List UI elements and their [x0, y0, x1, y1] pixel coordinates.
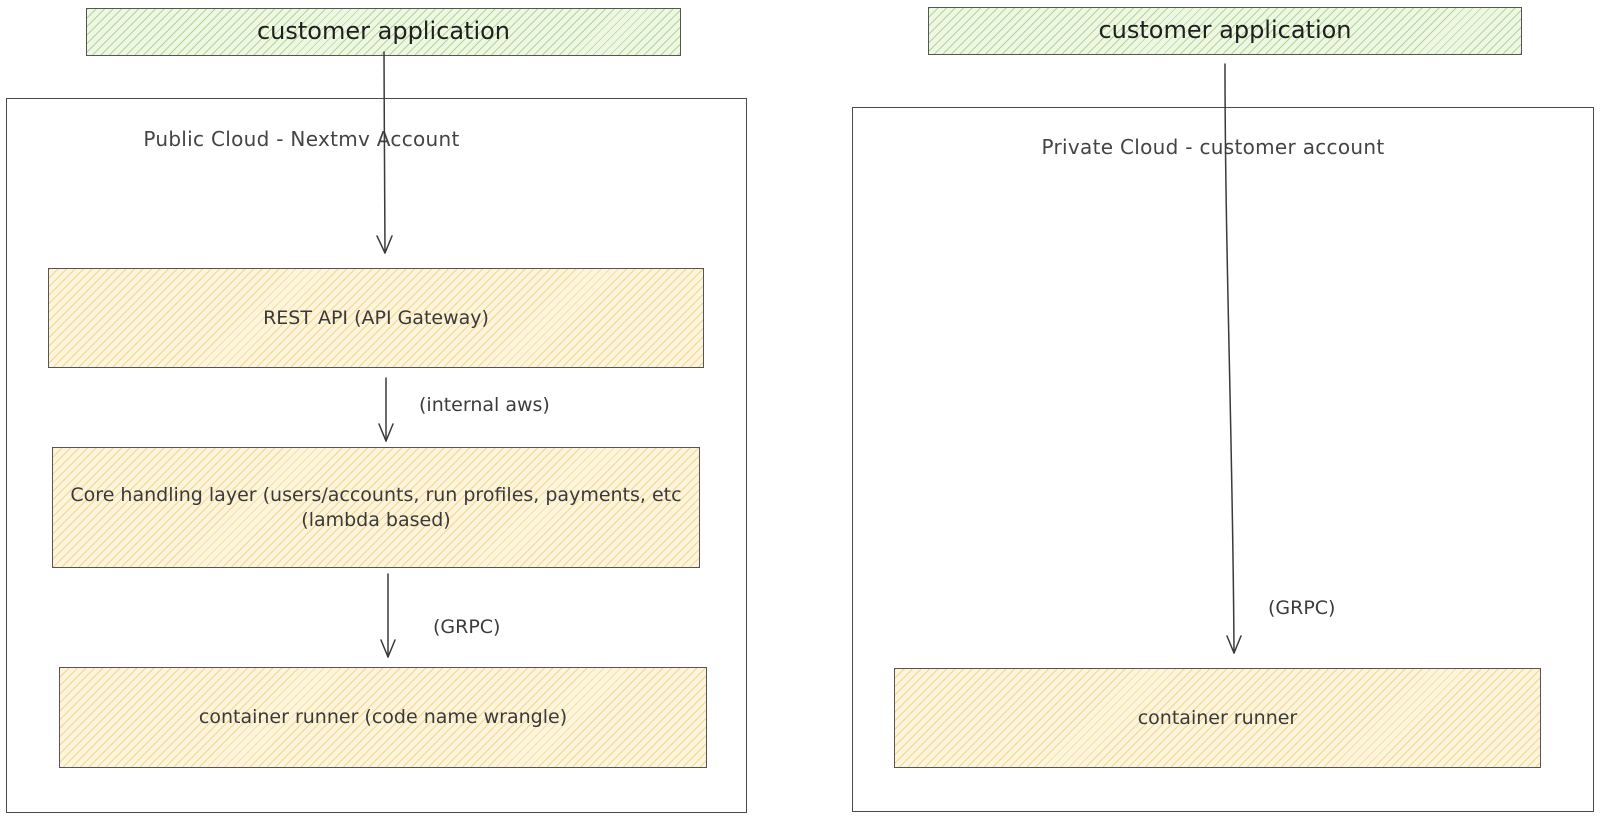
- grpc-edge-label-right: (GRPC): [1268, 597, 1336, 619]
- rest-api-box: REST API (API Gateway): [48, 268, 704, 368]
- core-handling-layer-line1: Core handling layer (users/accounts, run…: [70, 483, 682, 506]
- core-handling-layer-line2: (lambda based): [301, 508, 451, 531]
- private-cloud-title: Private Cloud - customer account: [1041, 135, 1385, 159]
- internal-aws-edge-label: (internal aws): [419, 394, 550, 416]
- container-runner-left-box: container runner (code name wrangle): [59, 667, 707, 768]
- customer-application-left: customer application: [86, 8, 681, 56]
- container-runner-right-box: container runner: [894, 668, 1541, 768]
- core-handling-layer-box: Core handling layer (users/accounts, run…: [52, 447, 700, 568]
- customer-application-right: customer application: [928, 7, 1522, 55]
- public-cloud-title: Public Cloud - Nextmv Account: [143, 127, 460, 151]
- grpc-edge-label-left: (GRPC): [433, 616, 501, 638]
